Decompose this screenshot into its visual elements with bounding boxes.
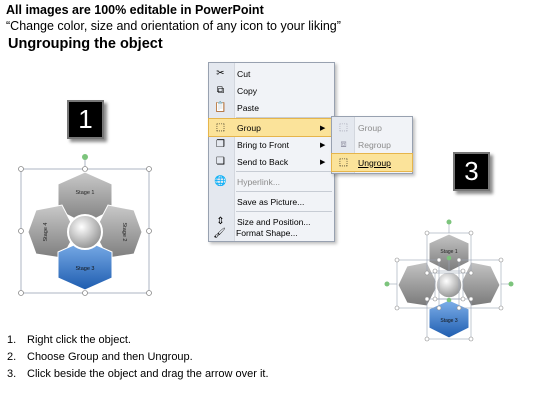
menu-item-format-shape[interactable]: 🖌 Format Shape... <box>208 225 333 240</box>
resize-handle[interactable] <box>18 166 24 172</box>
submenu-arrow-icon: ▶ <box>320 141 326 149</box>
instruction-number: 2. <box>7 351 17 363</box>
resize-handles[interactable] <box>394 230 504 342</box>
submenu-item-ungroup-label: Ungroup <box>358 157 391 168</box>
menu-item-paste[interactable]: 📋 Paste <box>209 99 334 116</box>
paste-icon: 📋 <box>214 102 227 113</box>
page-subtitle: “Change color, size and orientation of a… <box>6 19 341 33</box>
resize-handle[interactable] <box>18 228 24 234</box>
group-icon: ⬚ <box>215 122 226 133</box>
menu-item-copy-label: Copy <box>237 85 258 96</box>
menu-item-cut-label: Cut <box>237 68 251 79</box>
menu-item-hyperlink[interactable]: 🌐 Hyperlink... <box>209 173 334 190</box>
instruction-text: Right click the object. <box>27 334 131 346</box>
menu-item-send-to-back-label: Send to Back <box>237 156 289 167</box>
submenu-arrow-icon: ▶ <box>320 124 326 132</box>
grouped-diagram[interactable]: Stage 1 Stage 3 Stage 4 Stage 2 <box>14 150 159 300</box>
send-to-back-icon: ❏ <box>216 156 225 167</box>
submenu-item-regroup-label: Regroup <box>358 139 391 150</box>
menu-item-group-label: Group <box>237 122 261 133</box>
stage-2-shape[interactable] <box>459 261 501 307</box>
ungrouped-diagram[interactable]: Stage 1 Stage 3 <box>383 214 523 344</box>
instruction-text: Click beside the object and drag the arr… <box>27 368 269 380</box>
step-badge-3-label: 3 <box>464 156 479 186</box>
hyperlink-icon: 🌐 <box>214 176 227 187</box>
ungroup-icon: ⬚ <box>338 157 349 168</box>
instruction-item: 1. Right click the object. <box>7 332 269 349</box>
instruction-number: 1. <box>7 334 17 346</box>
menu-item-copy[interactable]: ⧉ Copy <box>209 82 334 99</box>
resize-handle[interactable] <box>146 290 152 296</box>
submenu-item-regroup[interactable]: ⧈ Regroup <box>332 136 412 153</box>
resize-handle[interactable] <box>82 166 88 172</box>
stage-1-label: Stage 1 <box>440 249 457 255</box>
resize-handle[interactable] <box>18 290 24 296</box>
submenu-item-group[interactable]: ⬚ Group <box>332 119 412 136</box>
submenu-item-group-label: Group <box>358 122 382 133</box>
resize-handle[interactable] <box>82 290 88 296</box>
size-position-icon: ⇕ <box>216 216 225 227</box>
step-badge-3: 3 <box>453 152 490 191</box>
group-icon: ⬚ <box>338 122 349 133</box>
submenu-arrow-icon: ▶ <box>320 158 326 166</box>
menu-item-hyperlink-label: Hyperlink... <box>237 176 280 187</box>
copy-icon: ⧉ <box>216 85 225 96</box>
instruction-number: 3. <box>7 368 17 380</box>
resize-handle[interactable] <box>146 166 152 172</box>
bring-to-front-icon: ❐ <box>216 139 225 150</box>
menu-item-cut[interactable]: ✂ Cut <box>209 65 334 82</box>
menu-item-paste-label: Paste <box>237 102 259 113</box>
menu-item-size-and-position-label: Size and Position... <box>237 216 311 227</box>
menu-item-bring-to-front[interactable]: ❐ Bring to Front ▶ <box>209 136 334 153</box>
instruction-item: 3. Click beside the object and drag the a… <box>7 366 269 383</box>
stage-4-shape[interactable] <box>397 261 439 307</box>
center-circle <box>435 271 463 299</box>
step-badge-1: 1 <box>67 100 104 139</box>
stage-3-shape[interactable] <box>57 239 113 291</box>
resize-handle[interactable] <box>146 228 152 234</box>
regroup-icon: ⧈ <box>340 139 347 150</box>
section-heading: Ungrouping the object <box>8 36 163 52</box>
instruction-list: 1. Right click the object. 2. Choose Group… <box>7 332 269 383</box>
menu-item-save-as-picture[interactable]: Save as Picture... <box>209 193 334 210</box>
menu-item-format-shape-label: Format Shape... <box>236 227 298 238</box>
step-badge-1-label: 1 <box>78 104 93 134</box>
format-shape-icon: 🖌 <box>213 228 226 239</box>
stage-3-label: Stage 3 <box>76 266 95 272</box>
stage-4-label: Stage 4 <box>43 223 49 242</box>
scissors-icon: ✂ <box>216 68 225 79</box>
submenu-item-ungroup[interactable]: ⬚ Ungroup <box>331 153 413 172</box>
stage-2-label: Stage 2 <box>121 223 127 242</box>
page-title: All images are 100% editable in PowerPoi… <box>6 3 264 17</box>
center-circle <box>67 214 103 250</box>
menu-item-group[interactable]: ⬚ Group ▶ <box>208 118 335 137</box>
menu-item-send-to-back[interactable]: ❏ Send to Back ▶ <box>209 153 334 170</box>
context-menu: ✂ Cut ⧉ Copy 📋 Paste ⬚ Group ▶ ❐ Bring t… <box>208 62 335 242</box>
instruction-item: 2. Choose Group and then Ungroup. <box>7 349 269 366</box>
instruction-text: Choose Group and then Ungroup. <box>27 351 193 363</box>
rotate-handle[interactable] <box>82 154 88 160</box>
rotate-handles[interactable] <box>384 219 514 303</box>
menu-item-bring-to-front-label: Bring to Front <box>237 139 290 150</box>
menu-item-size-and-position[interactable]: ⇕ Size and Position... <box>209 213 334 230</box>
stage-1-label: Stage 1 <box>76 190 95 196</box>
stage-3-label: Stage 3 <box>440 318 457 324</box>
menu-item-save-as-picture-label: Save as Picture... <box>237 196 305 207</box>
group-submenu: ⬚ Group ⧈ Regroup ⬚ Ungroup <box>331 116 413 174</box>
